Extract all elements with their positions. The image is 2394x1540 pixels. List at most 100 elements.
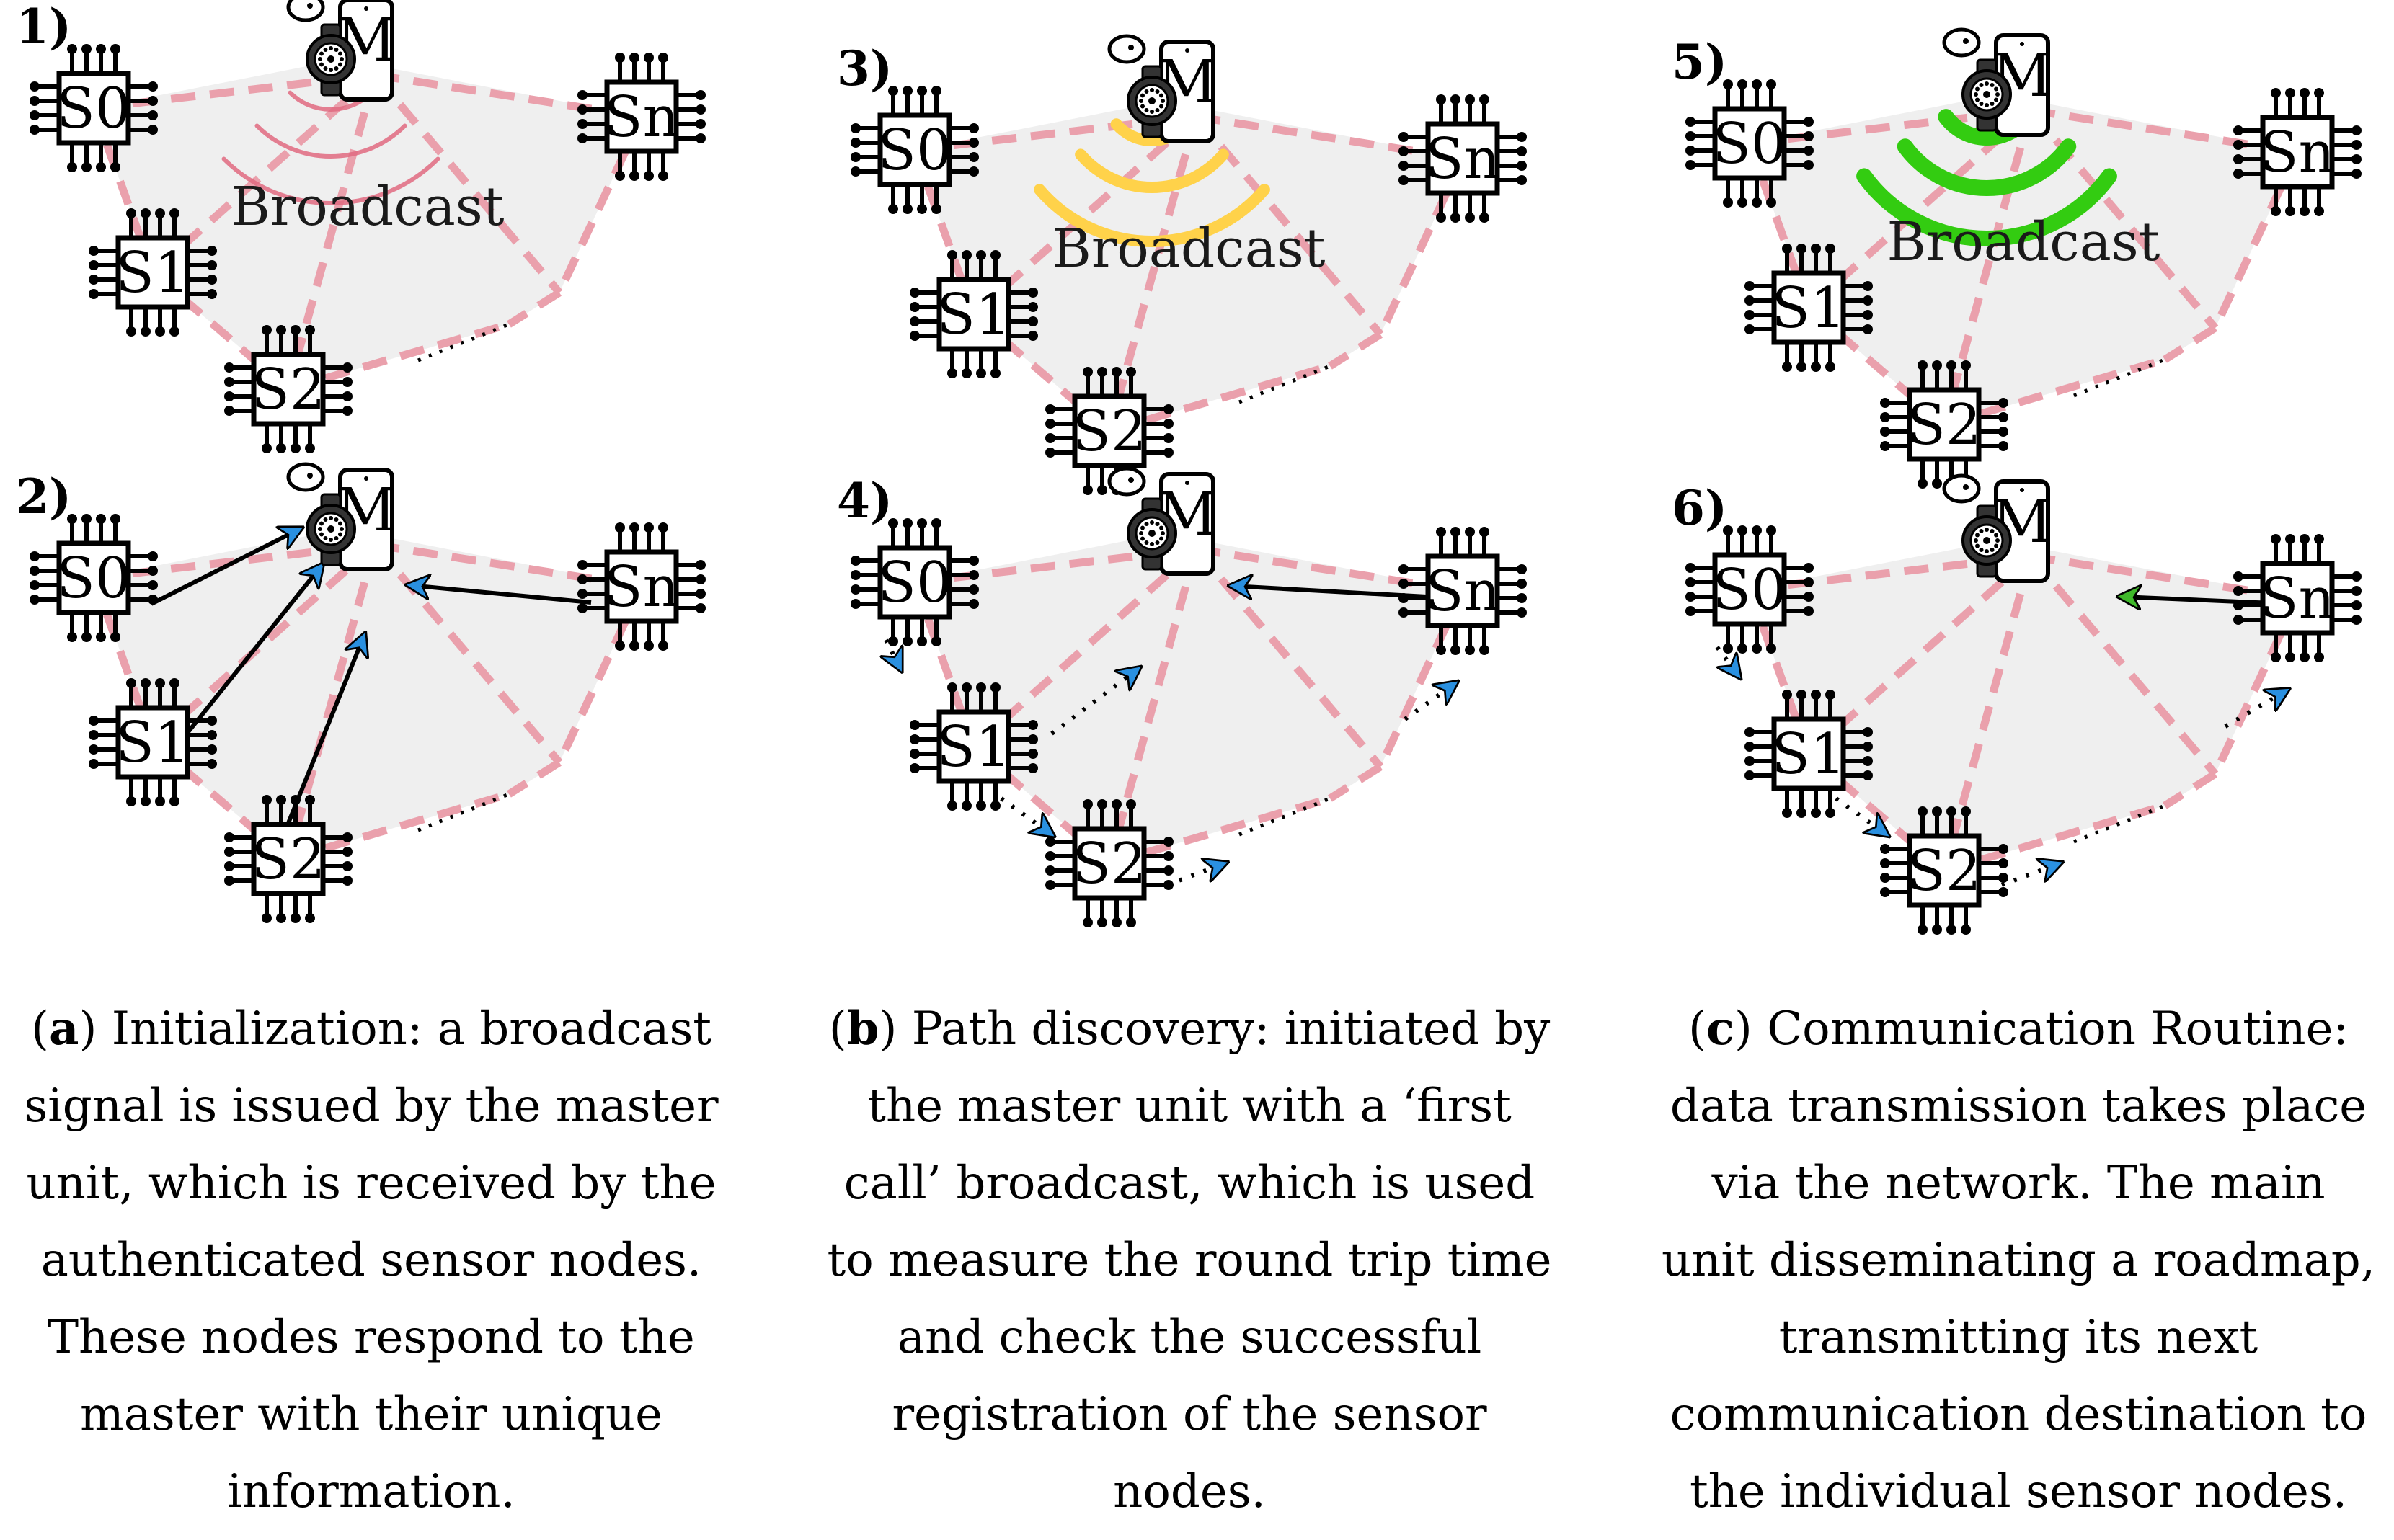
sensor-node-s2: S2: [224, 325, 353, 453]
master-unit: M: [286, 0, 396, 102]
network-link: [507, 759, 562, 798]
speech-bubble-icon: [1942, 473, 1981, 504]
master-unit: M: [1942, 473, 2052, 583]
network-link: [2027, 553, 2219, 777]
network-region: [915, 101, 1463, 431]
sensor-node-s1: S1: [89, 678, 217, 806]
network-region: [94, 59, 642, 389]
sensor-node-label: S2: [1072, 399, 1146, 464]
network-link: [556, 584, 645, 765]
sensor-node-label: S2: [251, 827, 325, 892]
network-link: [150, 739, 291, 863]
chip-icon: [577, 53, 706, 181]
network-diagram: BroadcastMS0S1S2Sn1)MS0S1S2Sn2)Broadcast…: [16, 0, 2362, 935]
network-link: [374, 71, 642, 121]
network-link: [1328, 331, 1383, 370]
panel-number: 2): [16, 468, 71, 525]
network-link: [284, 543, 379, 860]
network-link: [284, 74, 379, 391]
chip-icon: [1880, 806, 2008, 935]
unknown-link: [2073, 804, 2165, 844]
chip-icon: [1744, 690, 1873, 818]
sensor-node-label: S2: [1907, 839, 1981, 904]
panel-number: 6): [1672, 480, 1727, 536]
master-unit: M: [286, 462, 396, 571]
sensor-node-label: S1: [1771, 276, 1845, 341]
broadcast-wave: [221, 156, 440, 205]
broadcast-label: Broadcast: [1052, 218, 1325, 280]
network-link: [89, 107, 157, 274]
network-region: [1750, 94, 2297, 424]
sensor-node-s2: S2: [1045, 799, 1174, 927]
smartwatch-icon: [1127, 497, 1177, 571]
sensor-node-label: S0: [877, 551, 952, 615]
captions: (a) Initialization: a broadcast signal i…: [0, 980, 2394, 1540]
data-arrow: [286, 636, 364, 824]
data-arrow: [409, 585, 592, 605]
sensor-node-label: S0: [56, 76, 130, 141]
chip-icon: [1685, 79, 1814, 208]
sensor-node-s0: S0: [1685, 79, 1814, 208]
sensor-node-s0: S0: [30, 514, 158, 642]
sensor-node-label: S1: [936, 715, 1011, 780]
network-link: [2212, 596, 2301, 776]
sensor-node-sn: Sn: [577, 53, 706, 181]
speech-bubble-icon: [1107, 466, 1146, 497]
unknown-link: [417, 322, 510, 362]
chip-icon: [224, 325, 353, 453]
panel-number: 1): [16, 0, 71, 55]
network-link: [910, 148, 978, 316]
speech-bubble-icon: [1942, 27, 1981, 58]
smartwatch-icon: [1961, 504, 2012, 578]
sensor-node-s1: S1: [1744, 244, 1873, 372]
speech-bubble-icon: [286, 462, 325, 492]
chip-icon: [30, 44, 158, 172]
speech-bubble-icon: [1107, 34, 1146, 64]
speech-bubble-icon: [286, 0, 325, 22]
network-link: [1940, 555, 2035, 872]
chip-icon: [2233, 88, 2362, 216]
chip-icon: [577, 522, 706, 651]
sensor-node-label: S0: [1712, 558, 1786, 623]
caption-b: (b) Path discovery: initiated by the mas…: [827, 1002, 1552, 1518]
sensor-node-label: S2: [251, 357, 325, 422]
sensor-node-label: S1: [115, 711, 190, 775]
network-region: [94, 529, 642, 859]
network-link: [910, 581, 978, 748]
sensor-node-label: S2: [1072, 832, 1146, 896]
network-region: [915, 533, 1463, 863]
sensor-node-s1: S1: [910, 682, 1038, 811]
network-link: [371, 72, 563, 295]
sensor-node-s1: S1: [1744, 690, 1873, 818]
master-unit: M: [1107, 34, 1218, 143]
smartwatch-icon: [1127, 65, 1177, 138]
sensor-node-label: S2: [1907, 393, 1981, 458]
network-link: [971, 311, 1112, 435]
chip-icon: [1398, 527, 1527, 655]
network-link: [1806, 304, 1947, 428]
data-arrow: [2000, 863, 2060, 887]
data-arrow: [1232, 586, 1427, 597]
panel-number: 4): [837, 473, 892, 529]
network-link: [2030, 552, 2298, 602]
sensor-node-label: S1: [1771, 722, 1845, 787]
sensor-node-s1: S1: [89, 208, 217, 337]
sensor-node-label: Sn: [604, 85, 679, 150]
broadcast-wave: [254, 123, 407, 159]
sensor-node-label: S0: [56, 546, 130, 611]
chip-icon: [910, 250, 1038, 378]
network-link: [1745, 142, 1813, 309]
sensor-node-label: Sn: [604, 555, 679, 620]
unknown-link: [2073, 357, 2165, 398]
network-link: [1105, 548, 1200, 865]
chip-icon: [2233, 534, 2362, 662]
master-unit: M: [1942, 27, 2052, 137]
sensor-node-s0: S0: [851, 86, 979, 214]
sensor-node-sn: Sn: [1398, 527, 1527, 655]
sensor-node-label: S0: [1712, 112, 1786, 177]
sensor-node-label: S1: [936, 282, 1011, 347]
sensor-node-label: Sn: [1425, 559, 1500, 624]
